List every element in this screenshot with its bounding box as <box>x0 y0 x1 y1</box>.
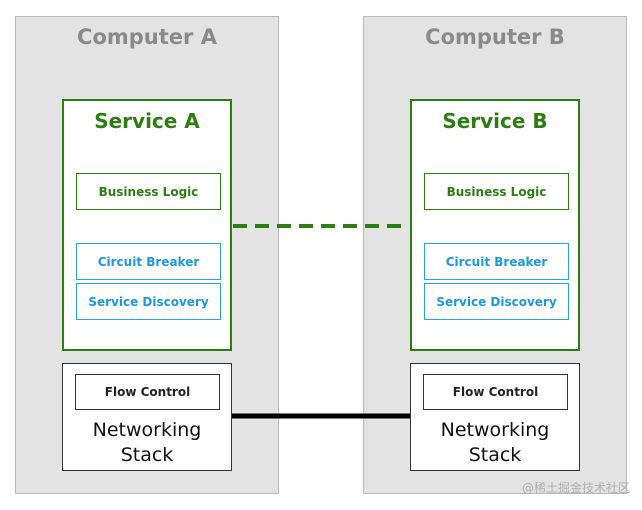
computer-b-container: Computer B Service B Business Logic Circ… <box>363 16 627 494</box>
computer-a-container: Computer A Service A Business Logic Circ… <box>15 16 279 494</box>
service-a-circuit-breaker: Circuit Breaker <box>76 243 221 280</box>
computer-a-flow-control: Flow Control <box>75 374 220 410</box>
service-b-service-discovery: Service Discovery <box>424 283 569 320</box>
service-a-business-logic: Business Logic <box>76 173 221 210</box>
computer-b-networking-label: Networking Stack <box>411 418 579 468</box>
computer-b-title: Computer B <box>425 25 565 49</box>
computer-b-networking-stack: Flow Control Networking Stack <box>410 363 580 471</box>
computer-a-networking-line2: Stack <box>120 444 174 466</box>
service-b-title: Service B <box>442 109 548 133</box>
service-a-service-discovery: Service Discovery <box>76 283 221 320</box>
service-b-circuit-breaker: Circuit Breaker <box>424 243 569 280</box>
service-b-box: Service B Business Logic Circuit Breaker… <box>410 99 580 351</box>
service-b-business-logic: Business Logic <box>424 173 569 210</box>
service-a-title: Service A <box>94 109 200 133</box>
watermark: @稀土掘金技术社区 <box>521 481 630 495</box>
computer-b-networking-line2: Stack <box>468 444 522 466</box>
service-a-box: Service A Business Logic Circuit Breaker… <box>62 99 232 351</box>
computer-b-networking-line1: Networking <box>440 419 550 441</box>
computer-a-networking-stack: Flow Control Networking Stack <box>62 363 232 471</box>
computer-a-networking-line1: Networking <box>92 419 202 441</box>
computer-b-flow-control: Flow Control <box>423 374 568 410</box>
computer-a-title: Computer A <box>77 25 217 49</box>
computer-a-networking-label: Networking Stack <box>63 418 231 468</box>
